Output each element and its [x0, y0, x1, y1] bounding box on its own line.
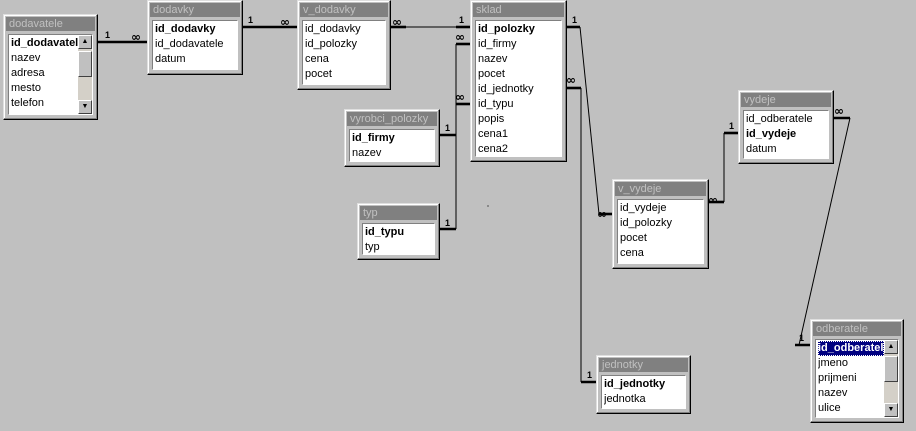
field-item[interactable]: adresa — [11, 67, 45, 79]
field-item[interactable]: id_polozky — [305, 38, 357, 50]
card-one: 1 — [248, 15, 253, 25]
scroll-down-arrow-icon[interactable]: ▼ — [884, 403, 898, 417]
card-one: 1 — [445, 218, 450, 228]
table-title[interactable]: sklad — [473, 3, 564, 17]
table-title[interactable]: jednotky — [599, 358, 688, 372]
scroll-thumb[interactable] — [884, 356, 898, 382]
field-item[interactable]: popis — [478, 113, 505, 125]
card-one: 1 — [587, 370, 592, 380]
field-item[interactable]: id_dodavatele — [155, 38, 224, 50]
field-item[interactable]: datum — [746, 143, 777, 155]
field-item[interactable]: pocet — [305, 68, 332, 80]
scroll-thumb[interactable] — [78, 51, 92, 77]
card-many: ∞ — [455, 90, 465, 104]
field-item[interactable]: cena — [305, 53, 329, 65]
table-title[interactable]: v_vydeje — [615, 182, 706, 196]
field-item[interactable]: nazev — [818, 387, 848, 399]
field-item[interactable]: id_typu — [478, 98, 514, 110]
rel-vydeje-odberatele[interactable] — [798, 117, 851, 346]
card-one: 1 — [445, 123, 450, 133]
table-title[interactable]: v_dodavky — [300, 3, 388, 17]
field-item[interactable]: ulice — [818, 402, 841, 414]
card-many: ∞ — [392, 15, 402, 29]
card-one: 1 — [729, 121, 734, 131]
card-many: ∞ — [834, 104, 844, 118]
vertical-scrollbar[interactable]: ▲ ▼ — [884, 340, 898, 417]
table-title[interactable]: vyrobci_polozky — [347, 112, 437, 126]
scroll-down-arrow-icon[interactable]: ▼ — [78, 100, 92, 114]
field-item[interactable]: cena — [620, 247, 644, 259]
table-title[interactable]: dodavatele — [6, 17, 95, 31]
field-item[interactable]: id_dodavky — [155, 23, 216, 35]
field-item[interactable]: id_vydeje — [620, 202, 667, 214]
card-many: ∞ — [280, 15, 290, 29]
table-title[interactable]: vydeje — [741, 93, 831, 107]
scroll-up-arrow-icon[interactable]: ▲ — [884, 340, 898, 354]
field-item[interactable]: id_firmy — [478, 38, 517, 50]
table-jednotky[interactable]: jednotky id_jednotky jednotka — [596, 355, 691, 414]
card-many: ∞ — [131, 30, 141, 44]
field-item[interactable]: pocet — [620, 232, 647, 244]
field-item[interactable]: id_firmy — [352, 132, 395, 144]
field-item[interactable]: prijmeni — [818, 372, 857, 384]
scroll-up-arrow-icon[interactable]: ▲ — [78, 35, 92, 49]
field-item[interactable]: cena2 — [478, 143, 508, 155]
field-item[interactable]: nazev — [11, 52, 41, 64]
card-many: ∞ — [455, 30, 465, 44]
field-item[interactable]: pocet — [478, 68, 505, 80]
field-item[interactable]: typ — [365, 241, 380, 253]
field-item[interactable]: telefon — [11, 97, 45, 109]
card-many: ∞ — [597, 207, 607, 221]
field-item[interactable]: jednotka — [604, 393, 646, 405]
field-item[interactable]: id_jednotky — [478, 83, 534, 95]
rel-sklad-v-vydeje[interactable] — [579, 26, 600, 215]
field-item[interactable]: mesto — [11, 82, 41, 94]
field-item[interactable]: jmeno — [818, 357, 848, 369]
field-item[interactable]: id_vydeje — [746, 128, 797, 140]
field-item[interactable]: id_polozky — [620, 217, 672, 229]
field-item[interactable]: id_dodavky — [305, 23, 361, 35]
field-item[interactable]: id_jednotky — [604, 378, 666, 390]
field-list[interactable]: id_jednotky jednotka — [601, 375, 686, 409]
card-many: ∞ — [566, 73, 576, 87]
table-title[interactable]: typ — [360, 206, 437, 220]
field-item[interactable]: datum — [155, 53, 186, 65]
field-item[interactable]: id_typu — [365, 226, 405, 238]
card-one: 1 — [459, 15, 464, 25]
table-title[interactable]: dodavky — [150, 3, 240, 17]
field-item[interactable]: cena1 — [478, 128, 508, 140]
card-many: ∞ — [708, 193, 718, 207]
field-item[interactable]: nazev — [352, 147, 382, 159]
card-one: 1 — [572, 15, 577, 25]
card-one: 1 — [799, 333, 804, 343]
field-item[interactable]: nazev — [478, 53, 508, 65]
table-title[interactable]: odberatele — [813, 322, 901, 336]
field-item[interactable]: id_dodavatele — [11, 37, 78, 49]
field-item[interactable]: id_odberatele — [746, 113, 813, 125]
field-item[interactable]: id_odberatele — [818, 341, 884, 356]
vertical-scrollbar[interactable]: ▲ ▼ — [78, 35, 92, 114]
field-item[interactable]: id_polozky — [478, 23, 535, 35]
card-one: 1 — [105, 30, 110, 40]
